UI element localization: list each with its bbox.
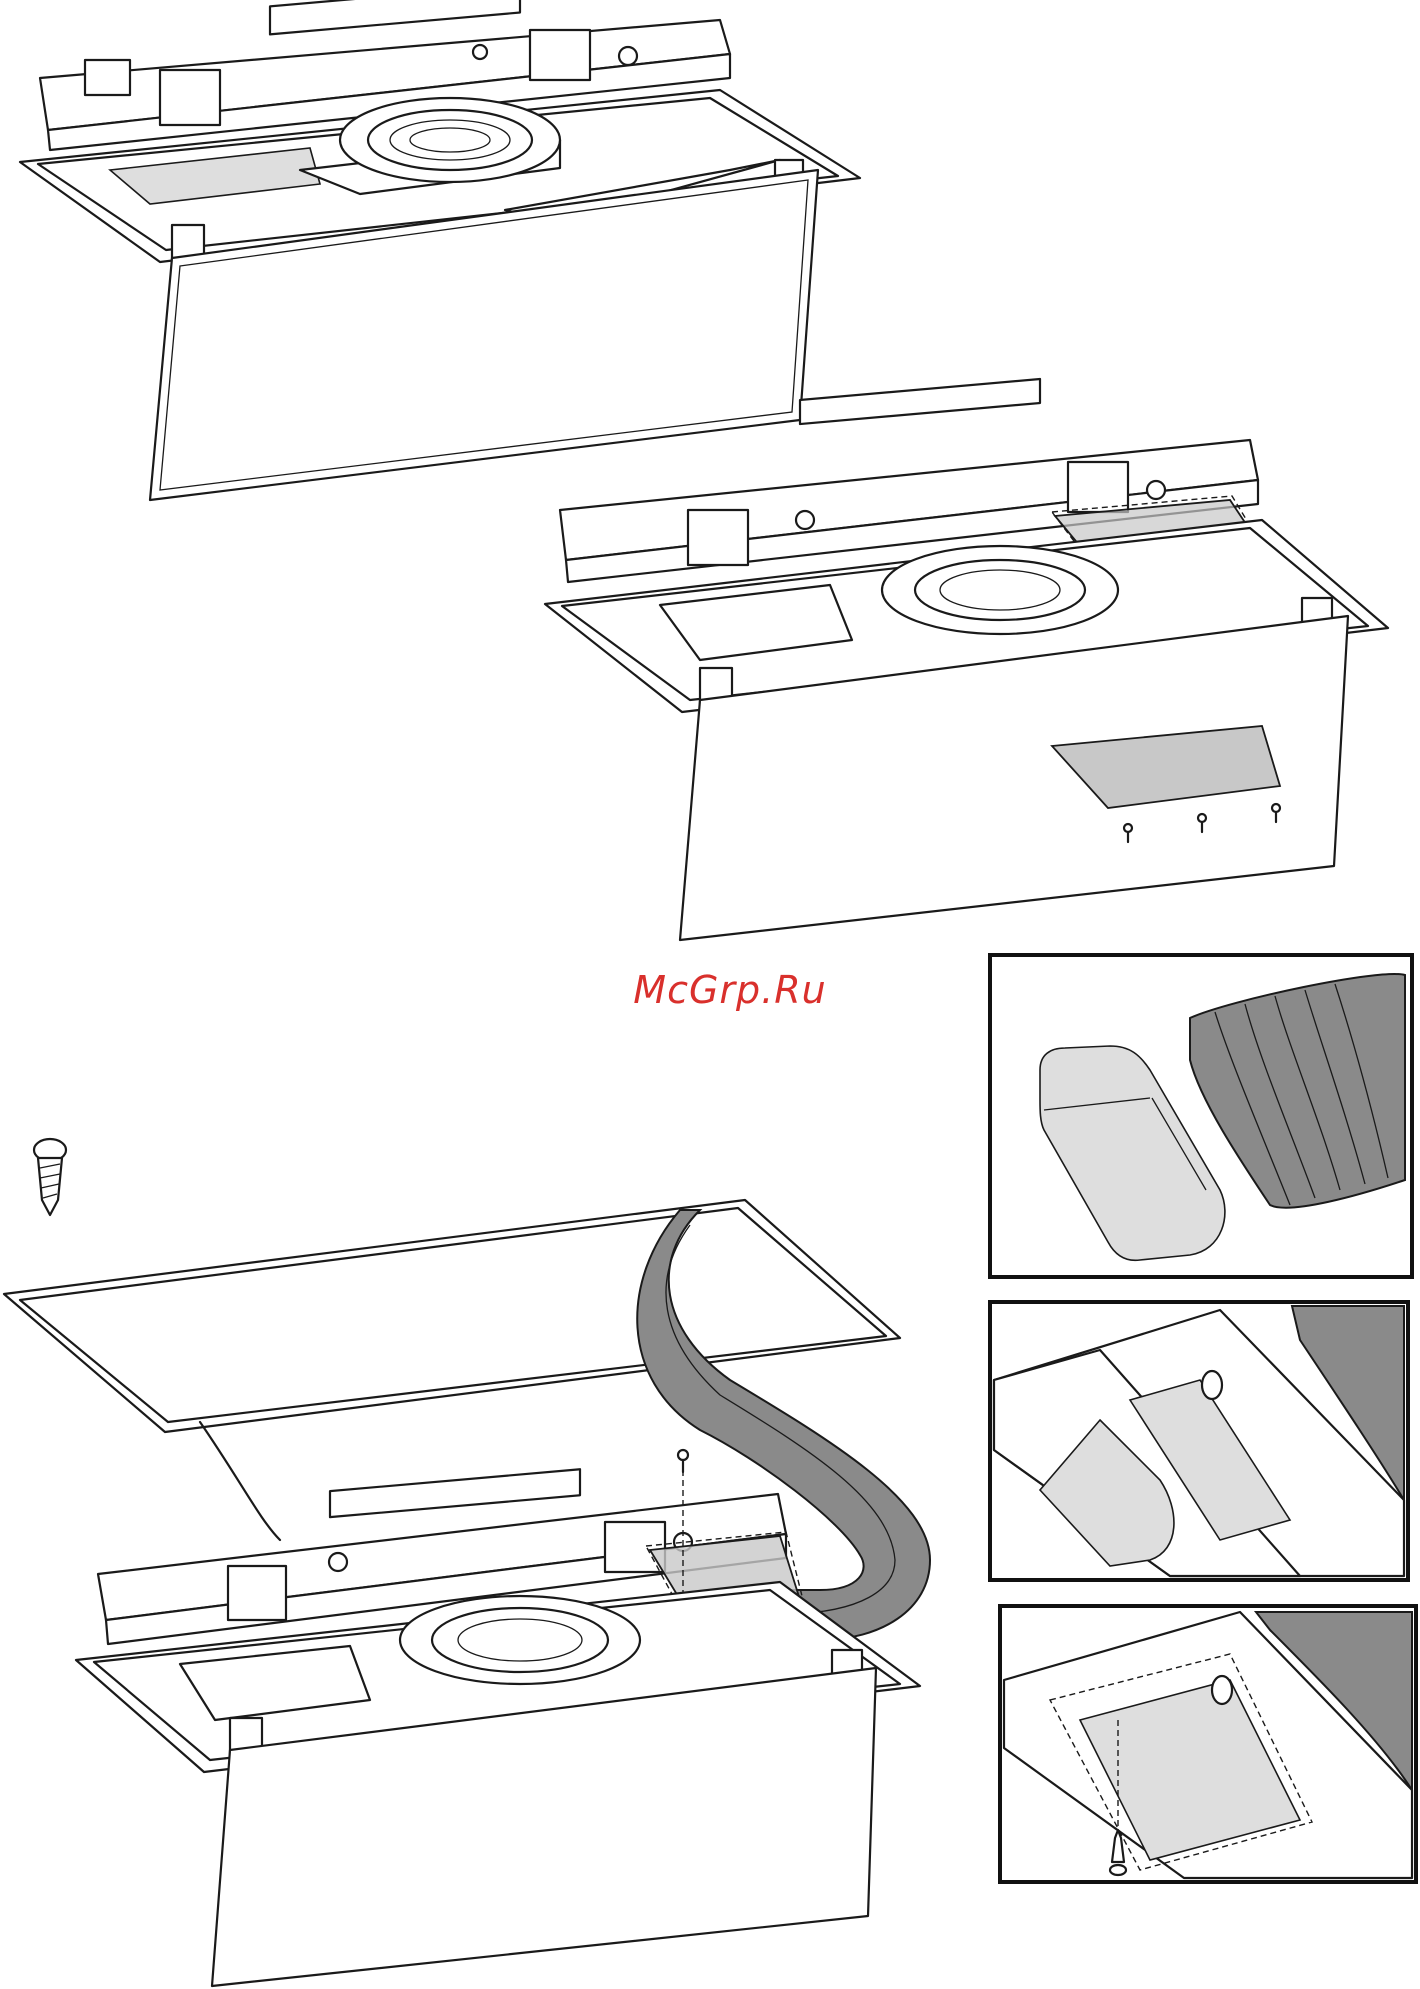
figure-cover-plate <box>545 379 1388 940</box>
screw-icon <box>34 1139 66 1215</box>
figure-open-panel <box>20 0 860 500</box>
detail-flange <box>990 1302 1408 1580</box>
detail-screw-fixing <box>1000 1606 1416 1882</box>
figure-duct-connection <box>4 1139 930 1986</box>
detail-duct-adapter <box>990 955 1412 1277</box>
watermark-text: McGrp.Ru <box>600 968 860 1012</box>
